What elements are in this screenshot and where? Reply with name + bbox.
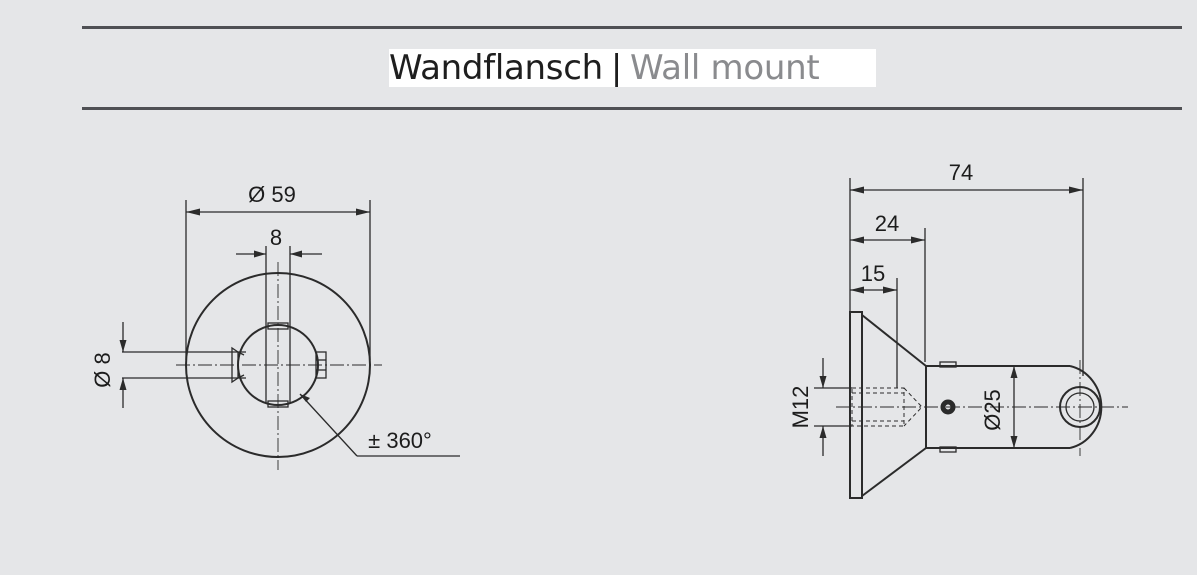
dim-width-8: 8	[270, 225, 282, 250]
rotation-leader	[299, 393, 358, 457]
ball-cap-bottom	[267, 400, 289, 408]
dim-pin-diameter-8: Ø 8	[90, 352, 115, 387]
dim-tube-diameter-25: Ø25	[980, 389, 1005, 431]
dim-diameter-59: Ø 59	[248, 182, 296, 207]
title-german: Wandflansch	[389, 48, 603, 88]
title-separator: |	[610, 48, 623, 88]
dim-rotation: ± 360°	[368, 428, 432, 453]
dim-overall-74: 74	[949, 160, 973, 185]
cone-bottom	[861, 447, 927, 497]
dim-length-15: 15	[861, 261, 885, 286]
pin-nut-right	[315, 351, 327, 379]
dim-length-24: 24	[875, 211, 899, 236]
dim-thread-m12: M12	[788, 386, 813, 429]
ball-cap-top	[267, 322, 289, 330]
header-bottom-rule	[82, 107, 1182, 110]
pin-head-left	[231, 346, 239, 384]
title-english: Wall mount	[630, 48, 820, 88]
base-plate	[849, 311, 863, 499]
cone-top	[861, 314, 927, 367]
header-top-rule	[82, 26, 1182, 29]
front-view: Ø 59 8 Ø 8 ± 360°	[90, 182, 460, 470]
drawing-title: Wandflansch|Wall mount	[389, 49, 876, 87]
side-view: 74 24 15 M12 Ø25	[788, 160, 1128, 499]
